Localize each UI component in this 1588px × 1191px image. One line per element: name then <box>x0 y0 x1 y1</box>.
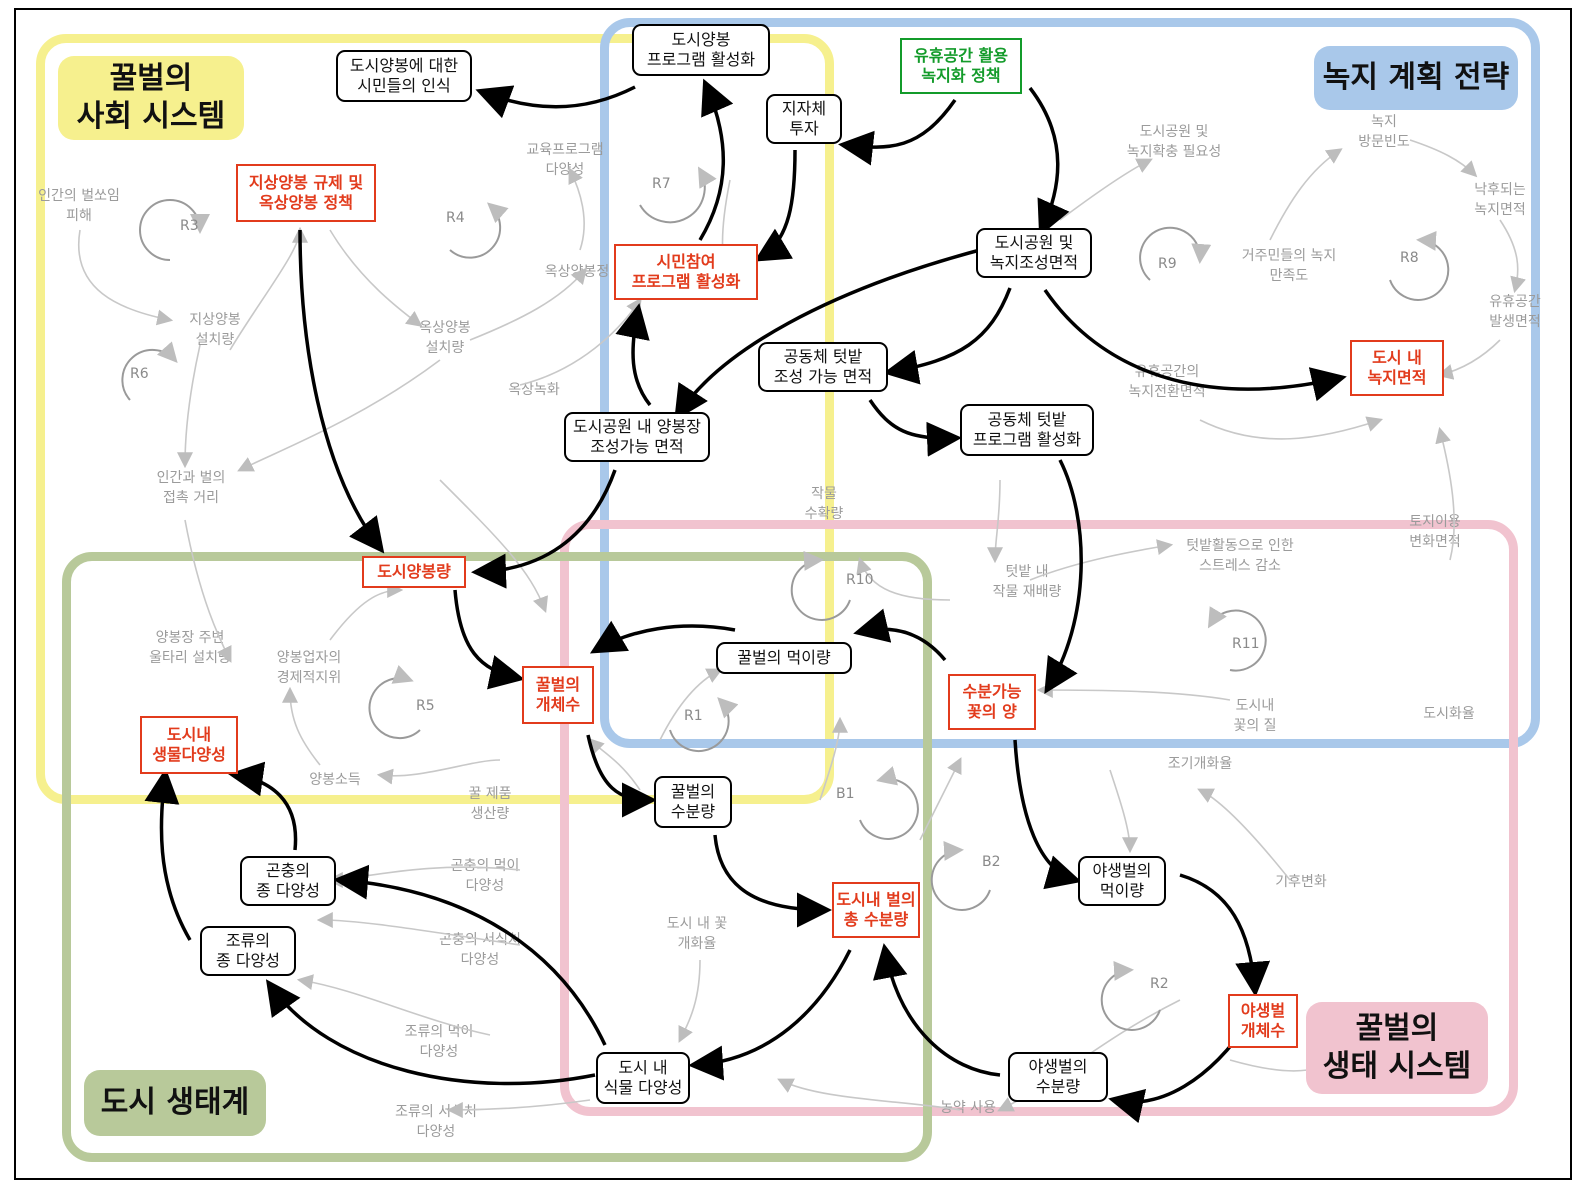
node-citizen-participation: 시민참여 프로그램 활성화 <box>614 244 758 300</box>
loop-r5: R5 <box>416 698 435 714</box>
node-urban-beekeeping: 도시양봉량 <box>362 556 466 588</box>
bg-crop-cultivation: 텃밭 내 작물 재배량 <box>992 564 1062 600</box>
node-urban-biodiversity: 도시내 생물다양성 <box>140 716 238 774</box>
label-green-planning: 녹지 계획 전략 <box>1314 46 1518 110</box>
bg-old-green: 낙후되는 녹지면적 <box>1474 182 1526 218</box>
node-ground-rooftop-policy: 지상양봉 규제 및 옥상양봉 정책 <box>236 164 376 222</box>
loop-r6: R6 <box>130 366 149 382</box>
bg-stress-relief: 텃밭활동으로 인한 스트레스 감소 <box>1186 538 1294 574</box>
bg-resident-satisfaction: 거주민들의 녹지 만족도 <box>1241 248 1337 284</box>
bg-bloom-rate: 도시 내 꽃 개화율 <box>666 916 728 952</box>
loop-r8: R8 <box>1400 250 1419 266</box>
loop-r4: R4 <box>446 210 465 226</box>
loop-r2: R2 <box>1150 976 1169 992</box>
node-community-garden-area: 공동체 텃밭 조성 가능 면적 <box>758 342 888 392</box>
node-policy-idle-space: 유휴공간 활용 녹지화 정책 <box>900 38 1022 94</box>
bg-land-use-change: 토지이용 변화면적 <box>1409 514 1461 550</box>
loop-r11: R11 <box>1232 636 1260 652</box>
node-community-garden-program: 공동체 텃밭 프로그램 활성화 <box>960 404 1094 456</box>
bg-honey-products: 꿀 제품 생산량 <box>468 786 512 822</box>
label-urban-ecosystem: 도시 생태계 <box>84 1070 266 1136</box>
bg-beekeeper-status: 양봉업자의 경제적지위 <box>276 650 342 686</box>
node-honeybee-pollination: 꿀벌의 수분량 <box>654 776 732 828</box>
region-bee-ecosystem <box>560 520 1518 1116</box>
node-urban-green-area: 도시 내 녹지면적 <box>1350 340 1444 396</box>
bg-green-visit: 녹지 방문빈도 <box>1358 114 1410 150</box>
bg-pesticide: 농약 사용 <box>940 1100 996 1116</box>
diagram-frame <box>14 8 1572 1180</box>
node-park-green-area: 도시공원 및 녹지조성면적 <box>976 228 1092 278</box>
node-bird-diversity: 조류의 종 다양성 <box>200 926 296 976</box>
bg-rooftop-hives: 옥상양봉 설치량 <box>419 320 471 356</box>
bg-early-bloom: 조기개화율 <box>1167 756 1233 772</box>
loop-b2: B2 <box>982 854 1001 870</box>
node-honeybee-population: 꿀벌의 개체수 <box>522 666 594 724</box>
node-total-pollination: 도시내 벌의 총 수분량 <box>832 882 920 938</box>
bg-beekeeping-income: 양봉소득 <box>309 772 361 788</box>
node-honeybee-food: 꿀벌의 먹이량 <box>716 642 852 674</box>
node-nectar-flowers: 수분가능 꽃의 양 <box>948 674 1036 730</box>
node-park-apiary-area: 도시공원 내 양봉장 조성가능 면적 <box>564 412 710 462</box>
node-plant-diversity: 도시 내 식물 다양성 <box>596 1052 690 1104</box>
loop-r3: R3 <box>180 218 199 234</box>
label-bee-ecosystem: 꿀벌의 생태 시스템 <box>1306 1002 1488 1094</box>
bg-ground-hives: 지상양봉 설치량 <box>189 312 241 348</box>
loop-r10: R10 <box>846 572 874 588</box>
node-local-gov-invest: 지자체 투자 <box>766 94 842 144</box>
loop-glyphs <box>121 166 1450 1031</box>
bg-contact-distance: 인간과 벌의 접촉 거리 <box>156 470 226 506</box>
key-links <box>144 78 1347 1124</box>
bg-bee-sting: 인간의 벌쏘임 피해 <box>38 188 120 224</box>
node-wildbee-pollination: 야생벌의 수분량 <box>1008 1052 1108 1102</box>
loop-r1: R1 <box>684 708 703 724</box>
bg-crop-yield: 작물 수확량 <box>804 486 844 522</box>
node-wildbee-food: 야생벌의 먹이량 <box>1078 856 1166 906</box>
node-insect-diversity: 곤충의 종 다양성 <box>240 856 336 906</box>
loop-r9: R9 <box>1158 256 1177 272</box>
node-program-activation: 도시양봉 프로그램 활성화 <box>632 24 770 76</box>
loop-r7: R7 <box>652 176 671 192</box>
bg-urbanization: 도시화율 <box>1423 706 1475 722</box>
loop-b1: B1 <box>836 786 855 802</box>
region-social-system <box>36 34 834 804</box>
bg-idle-space-area: 유휴공간 발생면적 <box>1489 294 1541 330</box>
region-green-planning <box>600 18 1540 748</box>
node-wildbee-population: 야생벌 개체수 <box>1228 994 1298 1048</box>
node-citizen-awareness: 도시양봉에 대한 시민들의 인식 <box>336 50 472 102</box>
label-social-system: 꿀벌의 사회 시스템 <box>58 56 244 140</box>
bg-rooftop-greening: 옥상녹화 <box>508 382 560 398</box>
bg-idle-conversion: 유휴공간의 녹지전환면적 <box>1128 364 1206 400</box>
bg-bird-food: 조류의 먹이 다양성 <box>404 1024 474 1060</box>
bg-park-need: 도시공원 및 녹지확충 필요성 <box>1126 124 1222 160</box>
bg-flower-quality: 도시내 꽃의 질 <box>1233 698 1277 734</box>
